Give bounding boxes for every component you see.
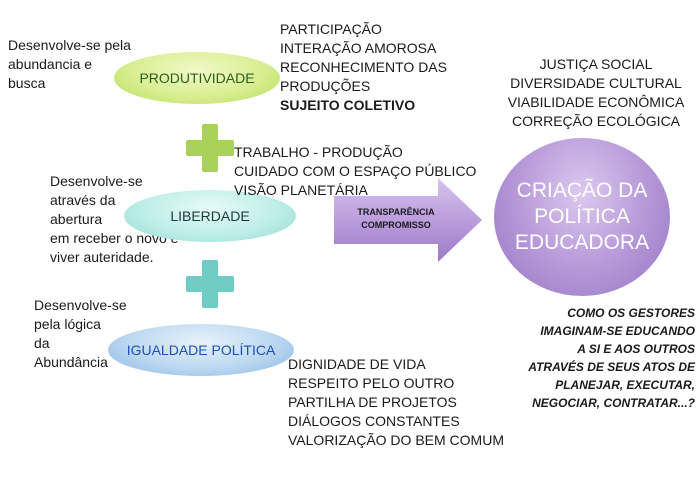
- list-criacao-top: JUSTIÇA SOCIAL DIVERSIDADE CULTURAL VIAB…: [506, 55, 686, 131]
- note-line: COMO OS GESTORES: [567, 306, 695, 320]
- list-item: VIABILIDADE ECONÔMICA: [507, 94, 685, 110]
- note-line: PLANEJAR, EXECUTAR,: [555, 378, 695, 392]
- oval-igualdade: IGUALDADE POLÍTICA: [108, 324, 294, 376]
- note-line: Desenvolve-se: [50, 173, 143, 189]
- note-line: através da: [50, 192, 116, 208]
- criacao-line: EDUCADORA: [514, 231, 650, 254]
- note-line: em receber o novo e: [50, 230, 179, 246]
- list-item: VALORIZAÇÃO DO BEM COMUM: [288, 432, 504, 448]
- oval-criacao: CRIAÇÃO DA POLÍTICA EDUCADORA: [494, 138, 670, 296]
- criacao-line: POLÍTICA: [534, 205, 630, 228]
- list-item: TRABALHO - PRODUÇÃO: [234, 144, 403, 160]
- note-line: pela lógica: [34, 316, 101, 332]
- note-line: Desenvolve-se: [34, 297, 127, 313]
- list-igualdade: DIGNIDADE DE VIDA RESPEITO PELO OUTRO PA…: [288, 355, 504, 450]
- note-line: Desenvolve-se pela: [8, 37, 131, 53]
- note-gestores: COMO OS GESTORES IMAGINAM-SE EDUCANDO A …: [528, 304, 695, 412]
- note-igualdade: Desenvolve-se pela lógica da Abundância: [34, 296, 127, 372]
- oval-label: LIBERDADE: [170, 208, 250, 224]
- arrow-label: TRANSPARÊNCIA COMPROMISSO: [342, 206, 450, 232]
- list-item: CORREÇÃO ECOLÓGICA: [511, 113, 681, 129]
- list-item: PARTICIPAÇÃO: [280, 21, 382, 37]
- list-item: CUIDADO COM O ESPAÇO PÚBLICO: [234, 163, 477, 179]
- note-liberdade: Desenvolve-se através da abertura em rec…: [50, 172, 178, 267]
- oval-liberdade: LIBERDADE: [124, 190, 296, 242]
- note-line: abundancia e: [8, 56, 93, 72]
- list-item: JUSTIÇA SOCIAL: [539, 56, 653, 72]
- list-item: PRODUÇÕES: [280, 78, 371, 94]
- note-line: A SI E AOS OUTROS: [577, 342, 695, 356]
- list-produtividade: PARTICIPAÇÃO INTERAÇÃO AMOROSA RECONHECI…: [280, 20, 447, 115]
- list-item: DIVERSIDADE CULTURAL: [510, 75, 682, 91]
- arrow-right-icon: [334, 178, 482, 262]
- arrow-line: TRANSPARÊNCIA: [357, 207, 435, 217]
- note-line: abertura: [50, 211, 103, 227]
- oval-label: PRODUTIVIDADE: [139, 70, 255, 86]
- list-liberdade: TRABALHO - PRODUÇÃO CUIDADO COM O ESPAÇO…: [234, 143, 476, 200]
- oval-label: IGUALDADE POLÍTICA: [126, 342, 276, 358]
- list-item: DIGNIDADE DE VIDA: [288, 356, 426, 372]
- note-line: busca: [8, 75, 46, 91]
- note-line: NEGOCIAR, CONTRATAR...?: [532, 396, 695, 410]
- criacao-line: CRIAÇÃO DA: [516, 179, 648, 202]
- list-item: RECONHECIMENTO DAS: [280, 59, 447, 75]
- note-produtividade: Desenvolve-se pela abundancia e busca: [8, 36, 131, 93]
- list-item: RESPEITO PELO OUTRO: [288, 375, 455, 391]
- plus-icon: [186, 124, 234, 172]
- arrow-line: COMPROMISSO: [361, 220, 431, 230]
- plus-icon: [186, 260, 234, 308]
- list-item-bold: SUJEITO COLETIVO: [280, 97, 416, 113]
- list-item: DIÁLOGOS CONSTANTES: [288, 413, 460, 429]
- note-line: da: [34, 335, 50, 351]
- oval-produtividade: PRODUTIVIDADE: [114, 52, 280, 104]
- list-item: VISÃO PLANETÁRIA: [234, 182, 368, 198]
- note-line: Abundância: [34, 354, 108, 370]
- note-line: ATRAVÉS DE SEUS ATOS DE: [528, 360, 695, 374]
- list-item: PARTILHA DE PROJETOS: [288, 394, 457, 410]
- list-item: INTERAÇÃO AMOROSA: [280, 40, 437, 56]
- note-line: IMAGINAM-SE EDUCANDO: [540, 324, 695, 338]
- note-line: viver auteridade.: [50, 249, 154, 265]
